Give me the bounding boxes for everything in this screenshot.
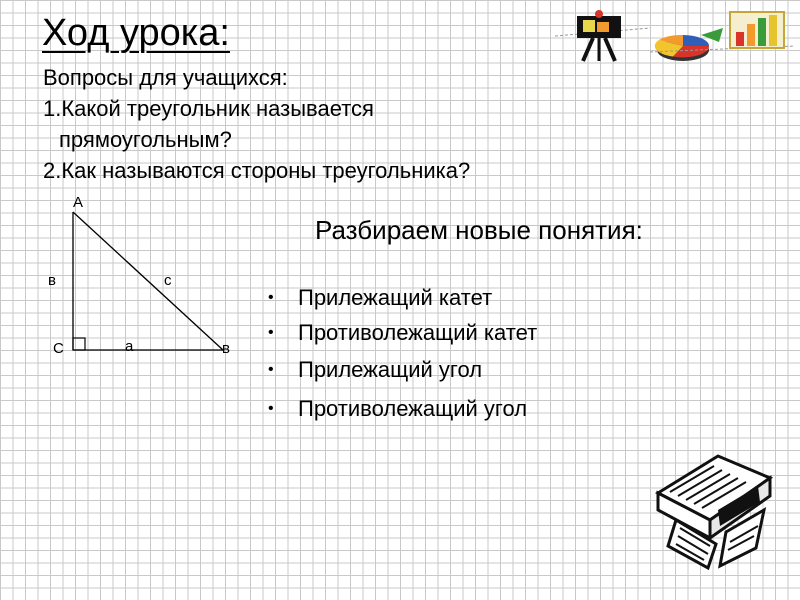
pie-chart-icon [649,28,795,61]
right-angle-marker [72,337,86,351]
vertex-a-label: А [73,194,83,211]
printer-icon [654,454,774,571]
charts-clipart [555,10,795,62]
concepts-heading: Разбираем новые понятия: [315,215,643,245]
printer-clipart [654,454,774,571]
concept-label: Противолежащий угол [298,396,528,421]
concept-item: • Прилежащий катет [268,285,492,311]
concept-item: • Прилежащий угол [268,357,482,383]
bullet-icon: • [268,324,274,341]
question-1-continuation: прямоугольным? [59,127,232,152]
concept-label: Прилежащий катет [298,285,493,310]
question-2: 2.Как называются стороны треугольника? [43,158,471,183]
concept-item: • Противолежащий катет [268,320,537,346]
side-c-label: с [164,272,172,289]
bullet-icon: • [268,400,274,417]
slide-title: Ход урока: [42,12,230,54]
chart-easel-icon [555,10,651,62]
concept-item: • Противолежащий угол [268,396,527,422]
vertex-c-label: С [53,340,64,357]
bullet-icon: • [268,361,274,378]
vertex-b-label: в [222,340,230,357]
right-triangle-diagram: А в С а в с [48,194,230,357]
side-b-label: в [48,272,56,289]
concept-label: Прилежащий угол [298,357,483,382]
hypotenuse-c-line [72,211,224,351]
bullet-icon: • [268,289,274,306]
questions-heading: Вопросы для учащихся: [43,65,288,90]
side-a-label: а [125,338,134,355]
concept-label: Противолежащий катет [298,320,538,345]
question-1: 1.Какой треугольник называется [43,96,374,121]
bar-chart-icon [729,11,785,49]
